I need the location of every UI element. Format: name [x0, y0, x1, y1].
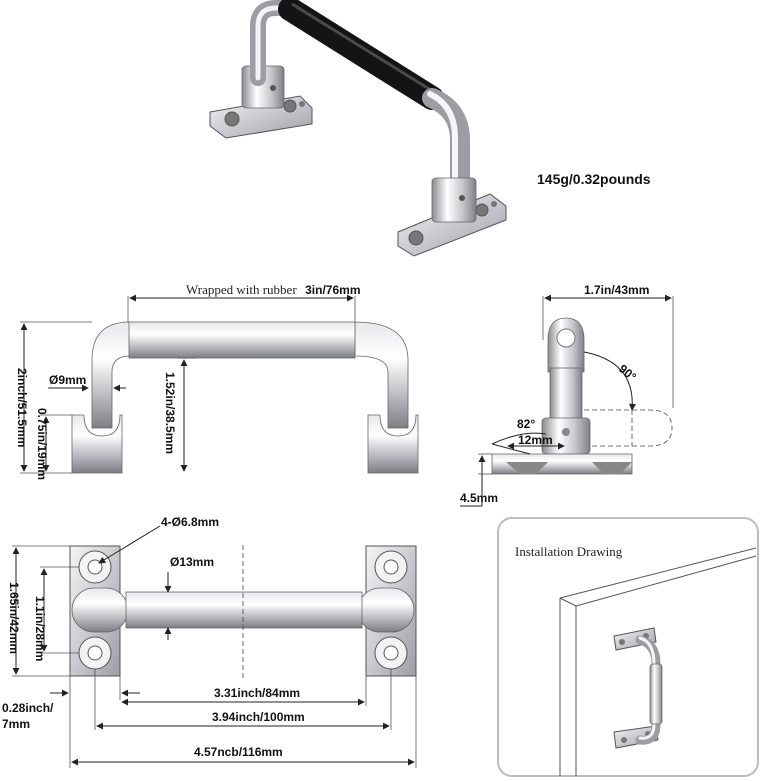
- front-left-tube: [91, 321, 131, 429]
- installation-drawing-panel: Installation Drawing: [497, 517, 759, 777]
- diameter-label: Ø9mm: [49, 373, 86, 387]
- plate-hole: [475, 203, 489, 217]
- front-left-base: [71, 414, 123, 474]
- angle-90-label: 90°: [616, 362, 639, 385]
- plate-hole: [491, 201, 497, 207]
- installed-grip: [649, 663, 663, 725]
- inner-span-label: 3.31inch/84mm: [214, 686, 300, 700]
- holes-label: 4-Ø6.8mm: [161, 515, 219, 529]
- right-bracket: [431, 177, 477, 223]
- plate-hole: [224, 111, 240, 127]
- wrapped-label: Wrapped with rubber 3in/76mm: [186, 281, 360, 298]
- angle-82-arc: [491, 432, 547, 445]
- plate-hole: [283, 99, 297, 113]
- rotated-handle-outline: [584, 409, 673, 447]
- side-view: 1.7in/43mm 90° 82° 12mm 4.5mm: [460, 283, 674, 507]
- hole-span-label: 3.94inch/100mm: [212, 710, 305, 724]
- cabinet-door-outline: [559, 547, 757, 776]
- slot-label: 12mm: [518, 433, 553, 447]
- side-width-label: 1.7in/43mm: [584, 283, 649, 297]
- plate-hole: [299, 101, 305, 107]
- top-right-joint: [357, 587, 415, 633]
- angle-90-arc: [583, 351, 636, 411]
- weight-label: 145g/0.32pounds: [537, 171, 651, 187]
- product-photo: [209, 0, 507, 257]
- thickness-label: 4.5mm: [460, 491, 498, 505]
- plate-height-label: 1.65in/42mm: [7, 582, 21, 654]
- total-span-label: 4.57ncb/116mm: [194, 745, 283, 759]
- inner-height-label: 1.52in/38.5mm: [163, 372, 177, 454]
- top-grip: [125, 591, 363, 629]
- plate-width-label-1: 0.28inch/: [2, 701, 54, 715]
- base-height-label: 0.75in/19mm: [35, 408, 49, 480]
- front-view: Wrapped with rubber 3in/76mm 2inch/51.5m…: [15, 281, 419, 480]
- hole-spacing-label: 1.1in/28mm: [33, 596, 47, 661]
- side-tube: [549, 367, 583, 421]
- bracket-pin: [459, 195, 465, 201]
- angle-82-label: 82°: [517, 417, 535, 431]
- total-height-label: 2inch/51.5mm: [15, 368, 29, 447]
- rubber-grip: [278, 0, 444, 110]
- top-left-joint: [71, 587, 129, 633]
- bracket-pin: [270, 85, 276, 91]
- top-view: 4-Ø6.8mm Ø13mm 1.65in/42mm 1.1in/28mm 0.…: [2, 515, 417, 768]
- plate-width-label-2: 7mm: [2, 717, 30, 731]
- installation-title: Installation Drawing: [515, 544, 623, 559]
- plate-hole: [408, 230, 424, 246]
- front-right-tube: [354, 321, 409, 429]
- tube-diameter-label: Ø13mm: [170, 555, 214, 569]
- front-right-base: [367, 414, 419, 474]
- front-grip: [128, 321, 356, 359]
